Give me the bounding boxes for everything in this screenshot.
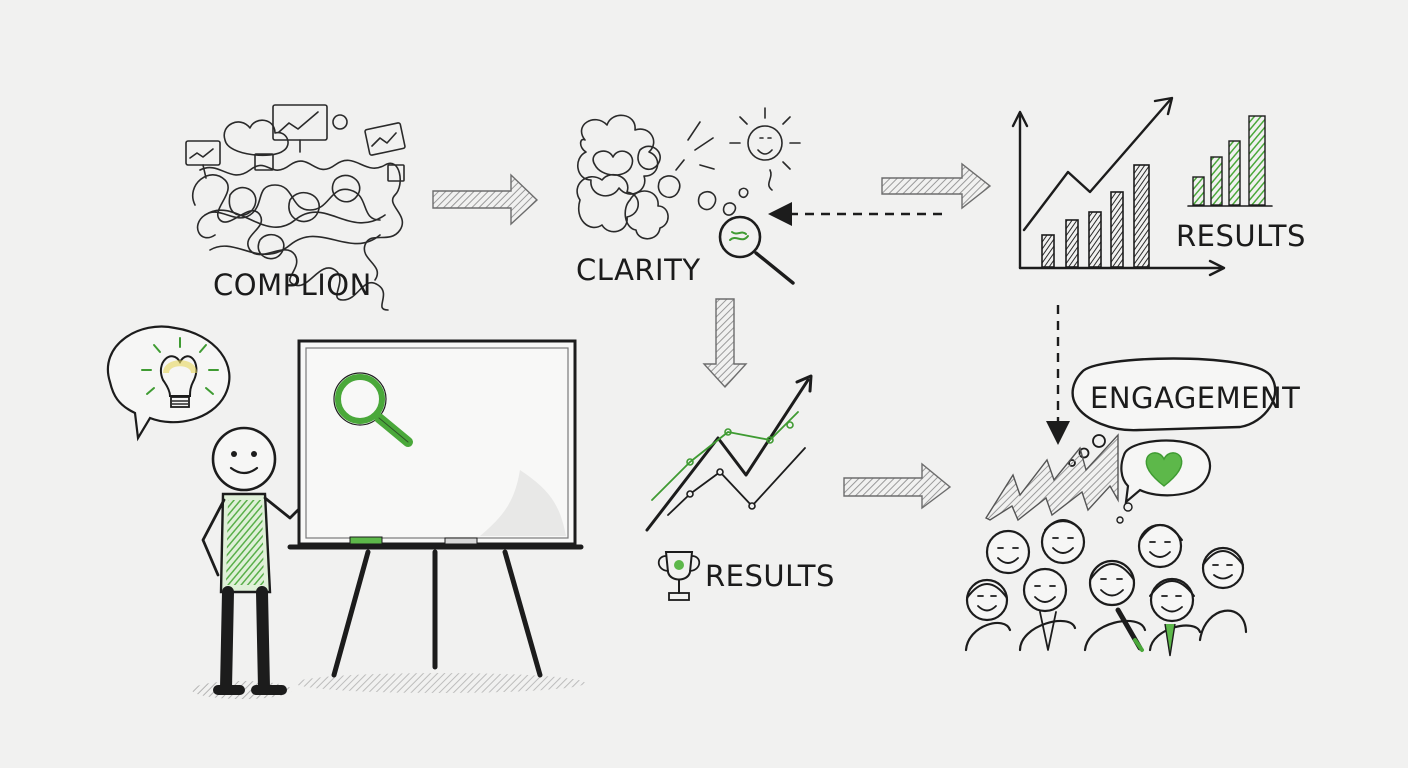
label-confusion: COMPLION: [213, 268, 372, 302]
lightbulb-icon: [141, 337, 219, 408]
arrow-trend-to-engagement: [843, 462, 952, 510]
zigzag-growth-icon: [984, 433, 1119, 522]
clarity-scribble-icon: [576, 107, 801, 240]
confusion-scribble-icon: [185, 104, 406, 311]
results-bar-chart-icon: [1011, 96, 1226, 277]
label-results-mid: RESULTS: [705, 559, 835, 593]
label-engagement: ENGAGEMENT: [1090, 381, 1300, 415]
presenter-figure-icon: [192, 426, 360, 699]
trend-line-icon: [645, 374, 813, 532]
arrow-confusion-to-clarity: [432, 173, 539, 226]
crowd-icon: [964, 502, 1248, 657]
arrow-clarity-down: [702, 298, 748, 389]
heart-icon: [1145, 452, 1183, 487]
heart-bubble: [1120, 439, 1211, 505]
whiteboard-icon: [287, 339, 585, 693]
clarity-magnifier-icon: [718, 215, 795, 285]
label-results-top: RESULTS: [1176, 219, 1306, 253]
engagement-speech-bubble: [1068, 357, 1277, 467]
label-clarity: CLARITY: [576, 253, 701, 287]
arrow-clarity-to-results: [881, 162, 992, 210]
results-green-bars-icon: [1187, 115, 1273, 207]
trophy-icon: [657, 551, 701, 601]
whiteboard-magnifier-icon: [333, 372, 413, 447]
